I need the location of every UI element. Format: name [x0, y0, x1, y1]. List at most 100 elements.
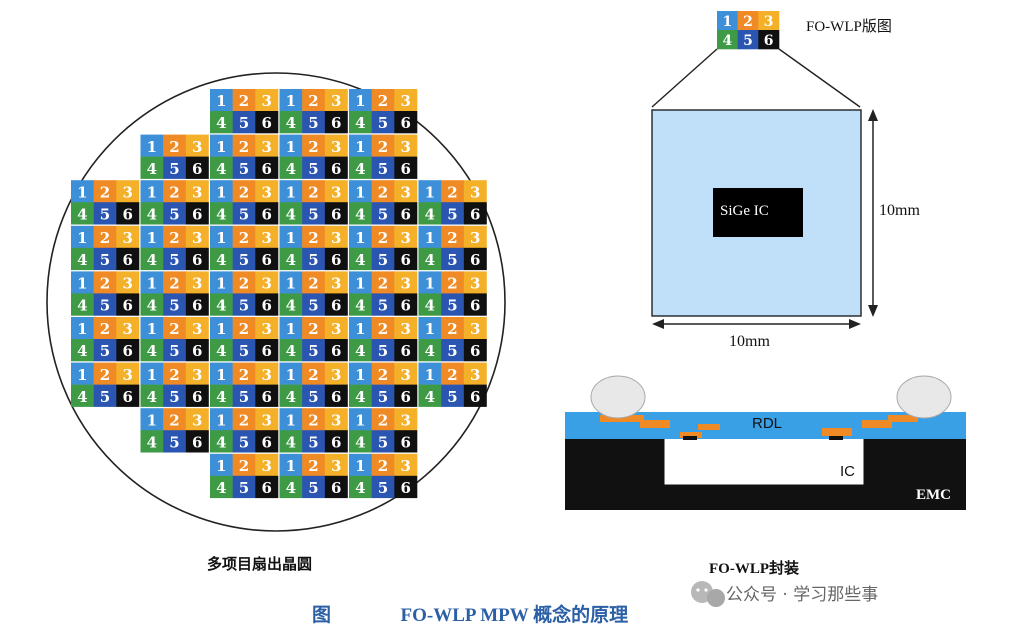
die-number: 5	[378, 251, 388, 269]
die-cell	[394, 430, 418, 453]
die-number: 6	[400, 114, 410, 132]
die-number: 5	[308, 114, 318, 132]
die-cell	[371, 408, 395, 431]
die-cell	[185, 271, 209, 294]
die-cell	[418, 317, 442, 340]
die-cell	[349, 430, 372, 453]
die-cell	[394, 339, 418, 362]
die-number: 4	[147, 342, 157, 360]
die-cell	[394, 475, 418, 499]
die-cell	[210, 339, 233, 362]
die-number: 1	[425, 275, 435, 293]
die-number: 1	[355, 366, 365, 384]
die-number: 1	[77, 320, 87, 338]
die-number: 4	[425, 297, 435, 315]
die-number: 4	[216, 479, 226, 497]
die-cell	[210, 111, 233, 134]
die-cell	[302, 134, 326, 157]
die-number: 1	[147, 138, 157, 156]
die-number: 5	[308, 205, 318, 223]
die-cell	[255, 271, 279, 294]
die-number: 5	[100, 388, 110, 406]
die-cell	[324, 339, 348, 362]
die-number: 6	[331, 205, 341, 223]
die-cell	[324, 408, 348, 431]
die-cell	[758, 30, 780, 50]
die-number: 2	[447, 366, 457, 384]
die-number: 3	[400, 229, 410, 247]
die-cell	[255, 134, 279, 157]
zoom-line-left	[651, 48, 718, 108]
die-cell	[418, 180, 442, 203]
die-cell	[93, 225, 117, 249]
die-number: 4	[216, 433, 226, 451]
die-cell	[349, 111, 372, 134]
die-cell	[93, 202, 117, 225]
die-cell	[324, 202, 348, 225]
die-cell	[140, 362, 164, 385]
die-number: 5	[308, 388, 318, 406]
die-number: 5	[100, 205, 110, 223]
die-number: 2	[308, 411, 318, 429]
die-number: 2	[169, 366, 179, 384]
die-number: 4	[216, 297, 226, 315]
die-cell	[758, 11, 780, 31]
die-number: 3	[261, 229, 271, 247]
die-number: 1	[286, 92, 296, 110]
die-number: 4	[355, 479, 365, 497]
ic-pad	[683, 436, 697, 440]
die-number: 3	[470, 320, 480, 338]
die-cell	[279, 475, 303, 499]
die-cell	[463, 339, 487, 362]
die-cell	[279, 339, 303, 362]
die-cell	[185, 202, 209, 225]
die-cell	[463, 202, 487, 225]
die-number: 4	[286, 388, 296, 406]
rdl-trace	[640, 420, 670, 428]
die-number: 2	[308, 92, 318, 110]
die-number: 5	[308, 251, 318, 269]
die-cell	[210, 384, 233, 407]
die-number: 4	[77, 251, 87, 269]
die-number: 4	[147, 160, 157, 178]
die-cell	[163, 384, 187, 407]
die-cell	[394, 89, 418, 112]
rdl-trace	[888, 415, 918, 422]
die-number: 6	[470, 251, 480, 269]
die-cell	[302, 156, 326, 179]
die-number: 2	[308, 275, 318, 293]
rdl-trace	[822, 428, 852, 436]
die-cell	[140, 271, 164, 294]
die-number: 2	[169, 138, 179, 156]
sige-die-label: SiGe IC	[720, 203, 769, 219]
die-cell	[255, 362, 279, 385]
die-number: 5	[378, 160, 388, 178]
die-number: 6	[470, 342, 480, 360]
die-number: 6	[192, 160, 202, 178]
solder-ball-right	[896, 375, 952, 419]
die-number: 6	[470, 388, 480, 406]
die-number: 3	[331, 320, 341, 338]
watermark-text: 公众号 · 学习那些事	[726, 585, 879, 605]
die-number: 6	[122, 297, 132, 315]
die-number: 2	[239, 366, 249, 384]
die-number: 3	[122, 183, 132, 201]
die-cell	[371, 247, 395, 271]
die-cell	[71, 180, 94, 203]
die-cell	[279, 362, 303, 385]
die-number: 2	[100, 366, 110, 384]
die-number: 3	[192, 183, 202, 201]
die-number: 1	[216, 229, 226, 247]
die-number: 6	[400, 479, 410, 497]
die-number: 2	[169, 411, 179, 429]
die-cell	[140, 339, 164, 362]
